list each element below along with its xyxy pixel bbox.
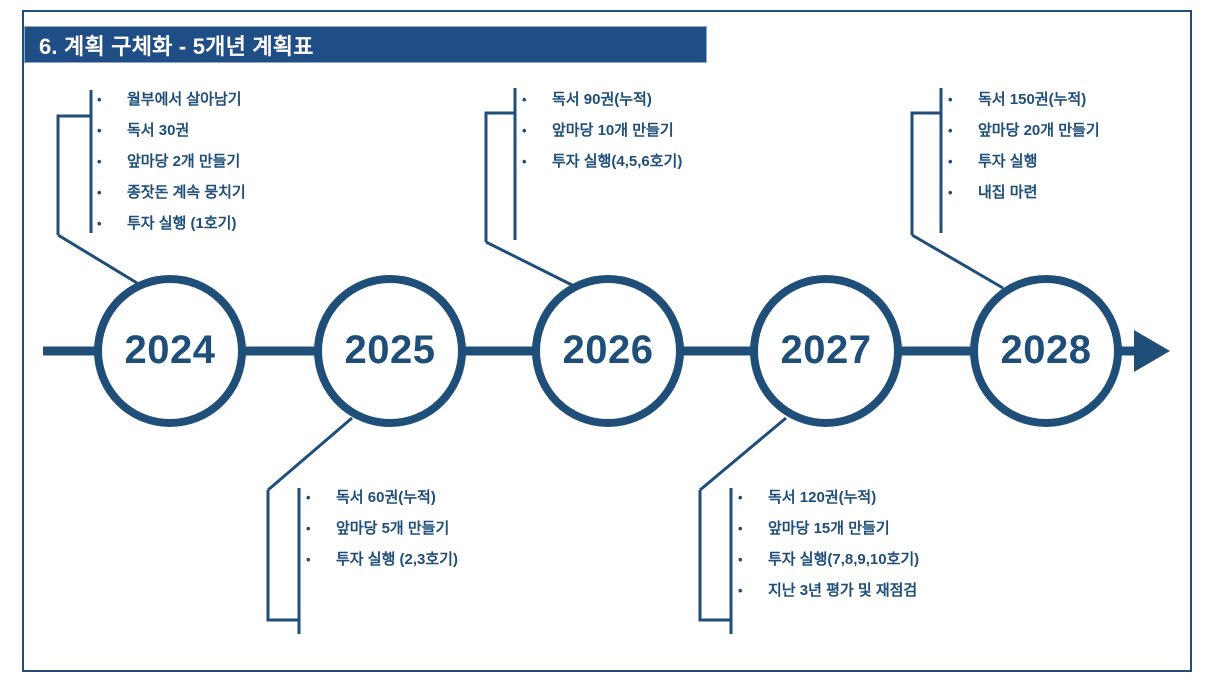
callout-item-label: 독서 150권(누적) [978, 91, 1087, 108]
callout-bracket-2025 [266, 416, 353, 634]
bullet-icon: • [306, 521, 311, 536]
year-label-2025: 2025 [344, 328, 436, 372]
year-circle-2025[interactable] [314, 275, 466, 427]
callout-bracket-2027 [698, 416, 787, 634]
list-item: • 앞마당 10개 만들기 [522, 123, 682, 154]
bullet-icon: • [738, 552, 743, 567]
bullet-icon: • [97, 185, 102, 200]
callout-2026: • 독서 90권(누적) • 앞마당 10개 만들기 • 투자 실행(4,5,6… [522, 92, 682, 185]
slide-border [22, 10, 1192, 672]
callout-item-label: 독서 90권(누적) [552, 91, 652, 108]
list-item: • 투자 실행 (1호기) [97, 216, 246, 247]
callout-item-label: 월부에서 살아남기 [127, 91, 242, 108]
list-item: • 독서 150권(누적) [948, 92, 1100, 123]
callout-bracket-2026 [484, 88, 573, 287]
year-circles [94, 275, 1122, 427]
bullet-icon: • [97, 154, 102, 169]
callout-2024: • 월부에서 살아남기 • 독서 30권 • 앞마당 2개 만들기 • 종잣돈 … [97, 92, 246, 247]
callout-item-label: 앞마당 20개 만들기 [978, 122, 1100, 139]
list-item: • 내집 마련 [948, 185, 1100, 216]
bullet-icon: • [948, 154, 953, 169]
callout-item-label: 앞마당 5개 만들기 [336, 520, 450, 537]
year-circle-2028[interactable] [970, 275, 1122, 427]
callout-2027: • 독서 120권(누적) • 앞마당 15개 만들기 • 투자 실행(7,8,… [738, 490, 919, 614]
callout-item-label: 투자 실행 [978, 153, 1038, 170]
callout-item-label: 지난 3년 평가 및 재점검 [768, 582, 918, 599]
bullet-icon: • [522, 154, 527, 169]
list-item: • 앞마당 5개 만들기 [306, 521, 458, 552]
callout-item-label: 앞마당 15개 만들기 [768, 520, 890, 537]
callout-item-label: 독서 60권(누적) [336, 489, 436, 506]
callout-item-label: 앞마당 2개 만들기 [127, 153, 241, 170]
list-item: • 월부에서 살아남기 [97, 92, 246, 123]
list-item: • 독서 30권 [97, 123, 246, 154]
year-label-2024: 2024 [124, 328, 216, 372]
year-label-2027: 2027 [780, 328, 872, 372]
list-item: • 종잣돈 계속 뭉치기 [97, 185, 246, 216]
bullet-icon: • [738, 583, 743, 598]
timeline-arrow-icon [1134, 330, 1170, 372]
year-circle-2024[interactable] [94, 275, 246, 427]
bullet-icon: • [306, 552, 311, 567]
callout-item-label: 투자 실행(7,8,9,10호기) [768, 551, 920, 568]
callout-item-label: 앞마당 10개 만들기 [552, 122, 674, 139]
bullet-icon: • [522, 92, 527, 107]
callout-item-label: 투자 실행 (2,3호기) [336, 551, 458, 568]
list-item: • 투자 실행(7,8,9,10호기) [738, 552, 919, 583]
title-bar: 6. 계획 구체화 - 5개년 계획표 [24, 26, 707, 63]
callout-bracket-2024 [56, 90, 138, 285]
page-title: 6. 계획 구체화 - 5개년 계획표 [39, 33, 314, 59]
callout-bracket-2028 [910, 88, 1004, 290]
bullet-icon: • [97, 92, 102, 107]
callout-2025: • 독서 60권(누적) • 앞마당 5개 만들기 • 투자 실행 (2,3호기… [306, 490, 458, 583]
bullet-icon: • [306, 490, 311, 505]
bullet-icon: • [948, 92, 953, 107]
year-label-2028: 2028 [1000, 328, 1092, 372]
list-item: • 앞마당 20개 만들기 [948, 123, 1100, 154]
year-label-2026: 2026 [562, 328, 654, 372]
list-item: • 독서 120권(누적) [738, 490, 919, 521]
bullet-icon: • [97, 123, 102, 138]
list-item: • 투자 실행 (2,3호기) [306, 552, 458, 583]
list-item: • 독서 60권(누적) [306, 490, 458, 521]
bullet-icon: • [738, 521, 743, 536]
bullet-icon: • [522, 123, 527, 138]
list-item: • 앞마당 15개 만들기 [738, 521, 919, 552]
bullet-icon: • [97, 216, 102, 231]
callout-item-label: 종잣돈 계속 뭉치기 [127, 184, 246, 201]
bullet-icon: • [948, 185, 953, 200]
callout-item-label: 독서 120권(누적) [768, 489, 877, 506]
callout-item-label: 내집 마련 [978, 184, 1038, 201]
list-item: • 지난 3년 평가 및 재점검 [738, 583, 919, 614]
callout-item-label: 투자 실행 (1호기) [127, 215, 237, 232]
list-item: • 앞마당 2개 만들기 [97, 154, 246, 185]
callout-item-label: 투자 실행(4,5,6호기) [552, 153, 683, 170]
callout-item-label: 독서 30권 [127, 122, 190, 139]
list-item: • 투자 실행(4,5,6호기) [522, 154, 682, 185]
year-circle-2026[interactable] [532, 275, 684, 427]
list-item: • 투자 실행 [948, 154, 1100, 185]
list-item: • 독서 90권(누적) [522, 92, 682, 123]
bullet-icon: • [738, 490, 743, 505]
callout-2028: • 독서 150권(누적) • 앞마당 20개 만들기 • 투자 실행 • 내집… [948, 92, 1100, 216]
year-circle-2027[interactable] [750, 275, 902, 427]
bullet-icon: • [948, 123, 953, 138]
